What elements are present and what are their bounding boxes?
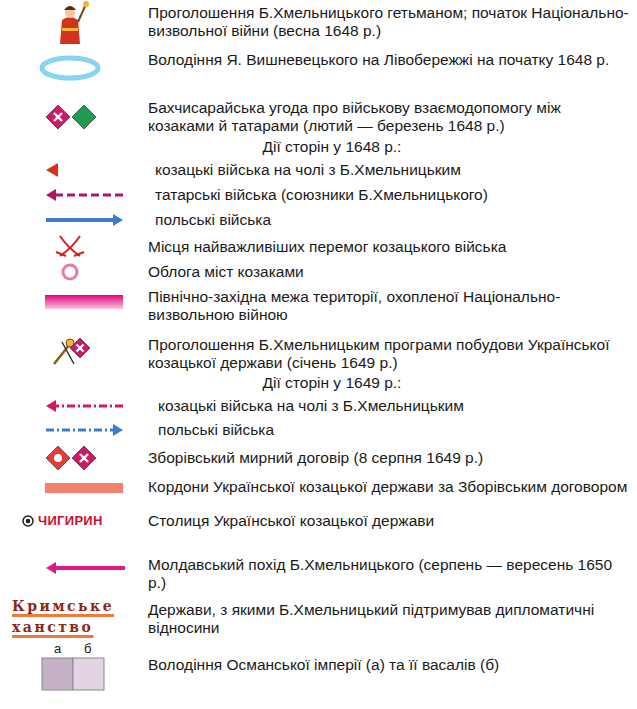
- polish-arrow-head: [113, 214, 123, 226]
- legend-item: Проголошення Б.Хмельницького гетьманом; …: [148, 4, 630, 40]
- cossack-arrow-line: [58, 167, 123, 174]
- tatar-arrow-line: [56, 194, 123, 197]
- flag-diamond: [46, 105, 70, 129]
- sabre-hilt: [56, 252, 84, 256]
- legend-item: Держави, з якими Б.Хмельницький підтриму…: [148, 601, 630, 637]
- legend-item: татарські війська (союзники Б.Хмельницьк…: [155, 186, 630, 204]
- flag-diamond: [72, 105, 96, 129]
- legend-text: Володіння Я. Вишневецького на Лівобережж…: [148, 51, 609, 68]
- legend-item: козацькі війська на чолі з Б.Хмельницьки…: [158, 397, 630, 415]
- legend-text: Проголошення Б.Хмельницького гетьманом; …: [148, 4, 629, 39]
- eagle-mark: [54, 454, 62, 462]
- legend-item: Зборівський мирний договір (8 серпня 164…: [148, 449, 630, 467]
- cross-mark: [80, 454, 88, 462]
- cossack-arrow-head: [46, 163, 58, 177]
- legend-item: Володіння Я. Вишневецького на Лівобережж…: [148, 51, 630, 69]
- siege-ring: [63, 265, 77, 279]
- legend-symbol: [56, 236, 84, 256]
- flag-diamond: [46, 446, 70, 470]
- polish-arrow-line: [46, 218, 113, 222]
- legend-symbol: [63, 265, 77, 279]
- legend-text: польські війська: [158, 421, 274, 438]
- cross-mark: [54, 113, 62, 121]
- legend-symbol: [60, 1, 89, 44]
- legend-symbol: [42, 658, 104, 690]
- legend-item: Молдавський похід Б.Хмельницького (серпе…: [148, 556, 630, 592]
- legend-text: Столиця Української козацької держави: [148, 512, 434, 529]
- legend-symbol: [45, 295, 123, 309]
- legend-item: Північно-західна межа території, охоплен…: [148, 288, 630, 324]
- legend-item: Володіння Османської імперії (а) та її в…: [148, 656, 630, 674]
- legend-text: Кордони Української козацької держави за…: [148, 478, 627, 495]
- legend-text: Облога міст козаками: [148, 263, 304, 280]
- legend-text: Північно-західна межа території, охоплен…: [148, 288, 560, 323]
- legend-symbol: [46, 400, 123, 412]
- legend-text: козацькі війська на чолі з Б.Хмельницьки…: [158, 397, 464, 414]
- legend-text: татарські війська (союзники Б.Хмельницьк…: [155, 186, 488, 203]
- tatar-arrow-head: [46, 189, 56, 201]
- legend-symbol: [46, 562, 125, 574]
- legend-symbol: [46, 189, 123, 201]
- moldavian-arrow-head: [46, 562, 56, 574]
- state-sample: Кримське ханство: [12, 596, 137, 638]
- cossack-belt: [62, 28, 78, 31]
- legend-item: Столиця Української козацької держави: [148, 512, 630, 530]
- swatch-letter: б: [84, 642, 91, 656]
- legend-symbol: [42, 58, 98, 78]
- legend-symbol: [46, 163, 123, 177]
- legend-text: Держави, з якими Б.Хмельницький підтриму…: [148, 601, 594, 636]
- flag-diamond: [70, 338, 90, 358]
- legend-item: Проголошення Б.Хмельницьким програми поб…: [148, 336, 630, 372]
- legend-symbol: [23, 516, 33, 526]
- legend-text: Володіння Османської імперії (а) та її в…: [148, 656, 499, 673]
- legend-item: Бахчисарайська угода про військову взаєм…: [148, 99, 630, 135]
- sabre: [60, 236, 80, 256]
- cossack-1649-arrow-line: [56, 405, 123, 408]
- cossack-1649-arrow-head: [46, 400, 56, 412]
- ottoman-swatch: [42, 658, 73, 690]
- legend-text: Бахчисарайська угода про військову взаєм…: [148, 99, 561, 134]
- domain-ring: [42, 58, 98, 78]
- legend-text: Молдавський похід Б.Хмельницького (серпе…: [148, 556, 612, 591]
- legend-item: польські війська: [158, 421, 630, 439]
- legend-item: Облога міст козаками: [148, 263, 630, 281]
- moldavian-arrow-line: [56, 566, 125, 570]
- legend-symbol: [46, 424, 123, 436]
- polish-1649-arrow-line: [46, 429, 113, 432]
- legend-item: козацькі війська на чолі з Б.Хмельницьки…: [155, 161, 630, 179]
- legend-item: польські війська: [155, 211, 630, 229]
- capital-dot: [26, 519, 31, 524]
- legend-symbol: [46, 214, 123, 226]
- capital-ring: [23, 516, 33, 526]
- legend-symbol: [45, 483, 123, 493]
- legend-item: Кордони Української козацької держави за…: [148, 478, 630, 496]
- capital-sample: ЧИГИРИН: [38, 512, 103, 530]
- sabre: [60, 236, 80, 256]
- legend-text: Місця найважливіших перемог козацького в…: [148, 238, 506, 255]
- cossack-mace-head: [83, 1, 89, 7]
- flag-diamond: [72, 446, 96, 470]
- vassal-swatch: [73, 658, 104, 690]
- section-heading: Дії сторін у 1648 р.:: [232, 138, 432, 156]
- legend-text: Проголошення Б.Хмельницьким програми поб…: [148, 336, 610, 371]
- cossack-hat: [64, 6, 76, 10]
- legend-symbol: [46, 446, 96, 470]
- legend-symbol: [54, 338, 90, 364]
- mace: [54, 344, 70, 364]
- state-border-line: [45, 483, 123, 493]
- war-limit-band: [45, 295, 123, 309]
- cossack-coat: [60, 17, 80, 44]
- legend-symbol: [46, 105, 96, 129]
- polish-1649-arrow-head: [113, 424, 123, 436]
- swatch-letter: а: [54, 642, 61, 656]
- legend-text: козацькі війська на чолі з Б.Хмельницьки…: [155, 161, 461, 178]
- crescent: [81, 112, 86, 122]
- legend-item: Місця найважливіших перемог козацького в…: [148, 238, 630, 256]
- cross-mark: [77, 345, 84, 352]
- legend-text: польські війська: [155, 211, 271, 228]
- legend-text: Зборівський мирний договір (8 серпня 164…: [148, 449, 483, 466]
- section-heading: Дії сторін у 1649 р.:: [232, 374, 432, 392]
